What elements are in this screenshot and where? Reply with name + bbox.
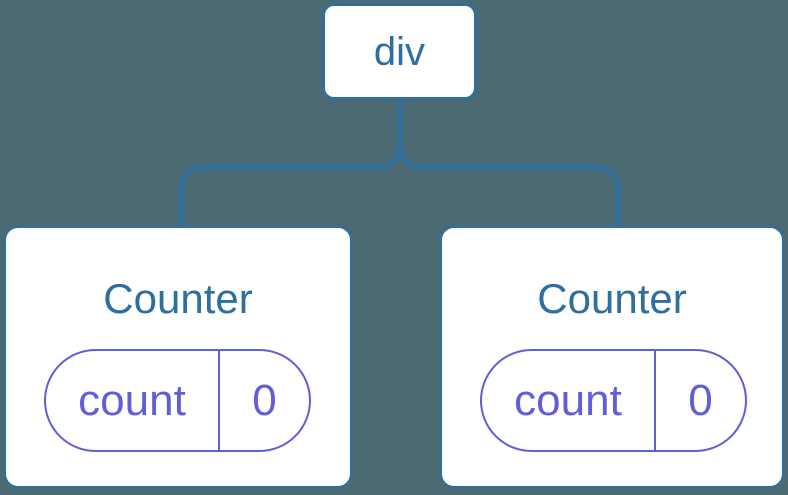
state-key: count bbox=[482, 351, 656, 450]
counter-node-2: Counter count 0 bbox=[440, 226, 784, 488]
counter-title: Counter bbox=[103, 275, 253, 322]
connector-left-branch bbox=[178, 98, 403, 232]
state-pill: count 0 bbox=[44, 349, 311, 452]
counter-node-1: Counter count 0 bbox=[4, 226, 352, 488]
root-node-label: div bbox=[373, 29, 426, 74]
state-value: 0 bbox=[252, 375, 277, 425]
connector-right-branch bbox=[397, 98, 621, 232]
state-pill: count 0 bbox=[480, 349, 747, 452]
state-value: 0 bbox=[688, 375, 713, 425]
counter-title: Counter bbox=[537, 275, 687, 322]
root-node-div: div bbox=[322, 3, 477, 100]
state-key: count bbox=[46, 351, 220, 450]
